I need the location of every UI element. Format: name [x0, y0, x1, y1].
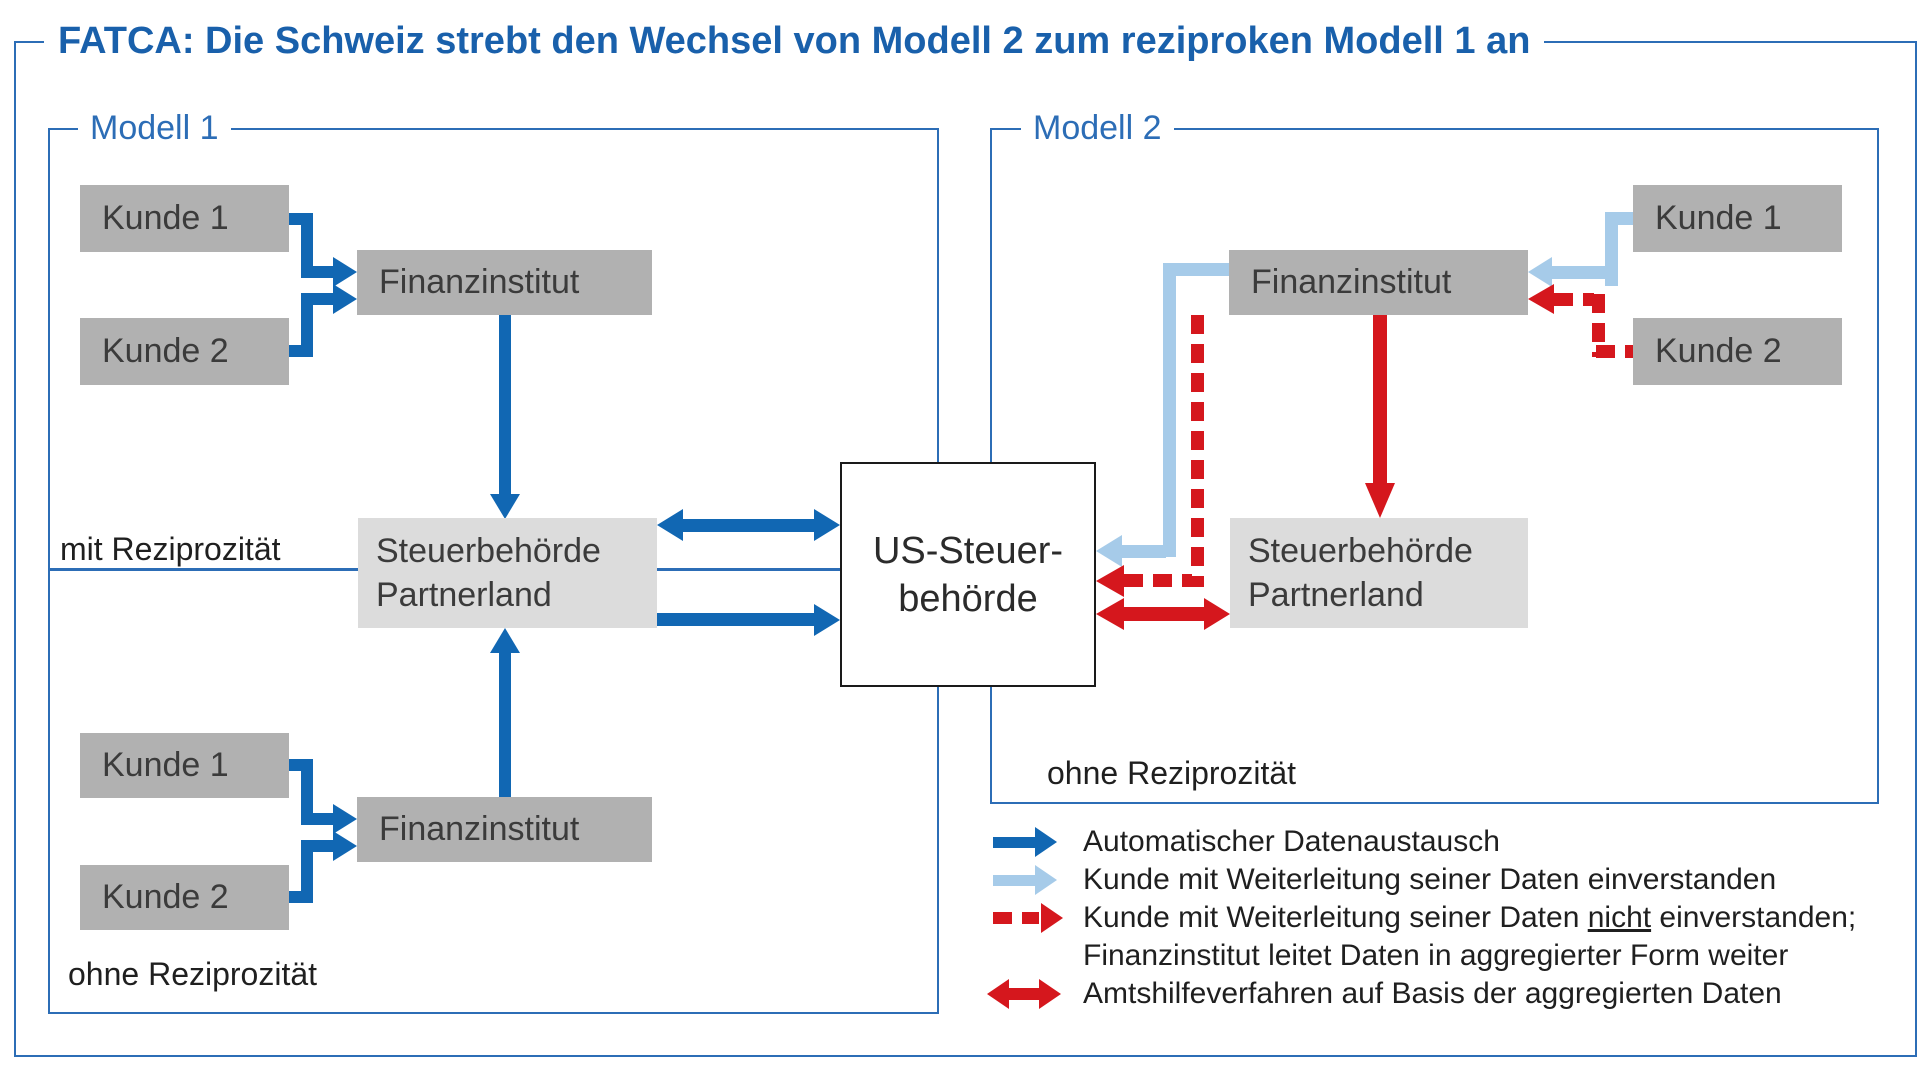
connector [301, 759, 313, 825]
model1-top-finanzinstitut-box: Finanzinstitut [357, 250, 652, 315]
us-steuerbehoerde-box: US-Steuer- behörde [840, 462, 1096, 687]
arrowhead-left-icon [1528, 284, 1554, 314]
arrowhead-right-icon [1041, 903, 1063, 933]
connector [1554, 293, 1594, 306]
connector [1550, 266, 1607, 279]
connector [1124, 574, 1192, 587]
legend-row5-text: Amtshilfeverfahren auf Basis der aggregi… [1083, 977, 1782, 1010]
legend-row3-text: Kunde mit Weiterleitung seiner Daten nic… [1083, 901, 1857, 934]
legend-underlined-word: nicht [1587, 901, 1652, 934]
model1-top-kunde2-box: Kunde 2 [80, 318, 289, 385]
arrowhead-left-icon [657, 509, 683, 541]
model1-steuerbehoerde-line1: Steuerbehörde [376, 532, 601, 570]
arrowhead-right-icon [814, 604, 840, 636]
connector [1191, 315, 1204, 587]
legend-arrow-red-double [1007, 988, 1041, 1000]
arrowhead-left-icon [1096, 565, 1124, 597]
connector [499, 315, 511, 495]
arrowhead-right-icon [333, 831, 357, 861]
legend-arrow-red-dashed [993, 912, 1039, 924]
model2-steuerbehoerde-line2: Partnerland [1248, 576, 1424, 614]
arrowhead-down-icon [1365, 483, 1395, 518]
arrowhead-right-icon [1035, 865, 1057, 895]
model1-steuerbehoerde-box: Steuerbehörde Partnerland [358, 518, 657, 628]
arrowhead-right-icon [333, 284, 357, 314]
connector [1596, 345, 1633, 358]
arrowhead-right-icon [1039, 979, 1061, 1009]
arrowhead-left-icon [987, 979, 1009, 1009]
connector [301, 813, 335, 825]
us-steuerbehoerde-line1: US-Steuer- [872, 529, 1064, 572]
arrowhead-right-icon [333, 804, 357, 834]
connector [1120, 545, 1166, 558]
model2-finanzinstitut-box: Finanzinstitut [1229, 250, 1528, 315]
connector [1163, 263, 1229, 276]
model1-bottom-finanzinstitut-box: Finanzinstitut [357, 797, 652, 862]
connector [301, 213, 313, 278]
page-title: FATCA: Die Schweiz strebt den Wechsel vo… [44, 20, 1545, 62]
connector [681, 519, 816, 532]
legend-arrow-lightblue [993, 875, 1037, 886]
legend-row1-text: Automatischer Datenaustausch [1083, 825, 1500, 858]
model1-label: Modell 1 [78, 109, 231, 147]
connector [1605, 212, 1618, 286]
connector [1373, 315, 1387, 485]
model1-mit-reziprozitaet-label: mit Reziprozität [60, 531, 281, 567]
connector [301, 840, 335, 852]
model1-steuerbehoerde-line2: Partnerland [376, 576, 552, 614]
connector [657, 613, 816, 626]
connector [301, 266, 335, 278]
model1-bottom-kunde1-box: Kunde 1 [80, 733, 289, 798]
model2-ohne-reziprozitaet-label: ohne Reziprozität [1047, 755, 1297, 791]
arrowhead-left-icon [1096, 598, 1124, 630]
arrowhead-left-icon [1528, 257, 1552, 287]
connector [301, 293, 335, 305]
model2-label: Modell 2 [1021, 109, 1174, 147]
connector [1122, 607, 1206, 621]
arrowhead-left-icon [1096, 535, 1122, 567]
model2-steuerbehoerde-line1: Steuerbehörde [1248, 532, 1473, 570]
arrowhead-up-icon [490, 628, 520, 653]
model1-bottom-kunde2-box: Kunde 2 [80, 865, 289, 930]
model2-kunde2-box: Kunde 2 [1633, 318, 1842, 385]
arrowhead-right-icon [814, 509, 840, 541]
connector [1592, 294, 1605, 357]
connector [301, 840, 313, 903]
legend-row4-text: Finanzinstitut leitet Daten in aggregier… [1083, 939, 1789, 972]
legend-arrow-blue [993, 837, 1037, 848]
model2-steuerbehoerde-box: Steuerbehörde Partnerland [1230, 518, 1528, 628]
legend-row2-text: Kunde mit Weiterleitung seiner Daten ein… [1083, 863, 1777, 896]
arrowhead-right-icon [333, 257, 357, 287]
connector [1163, 263, 1176, 557]
connector [499, 651, 511, 797]
arrowhead-right-icon [1035, 827, 1057, 857]
us-steuerbehoerde-line2: behörde [898, 577, 1038, 620]
arrowhead-down-icon [490, 494, 520, 519]
model1-ohne-reziprozitaet-label: ohne Reziprozität [68, 956, 318, 992]
model1-top-kunde1-box: Kunde 1 [80, 185, 289, 252]
model2-kunde1-box: Kunde 1 [1633, 185, 1842, 252]
connector [301, 293, 313, 357]
arrowhead-right-icon [1204, 598, 1230, 630]
